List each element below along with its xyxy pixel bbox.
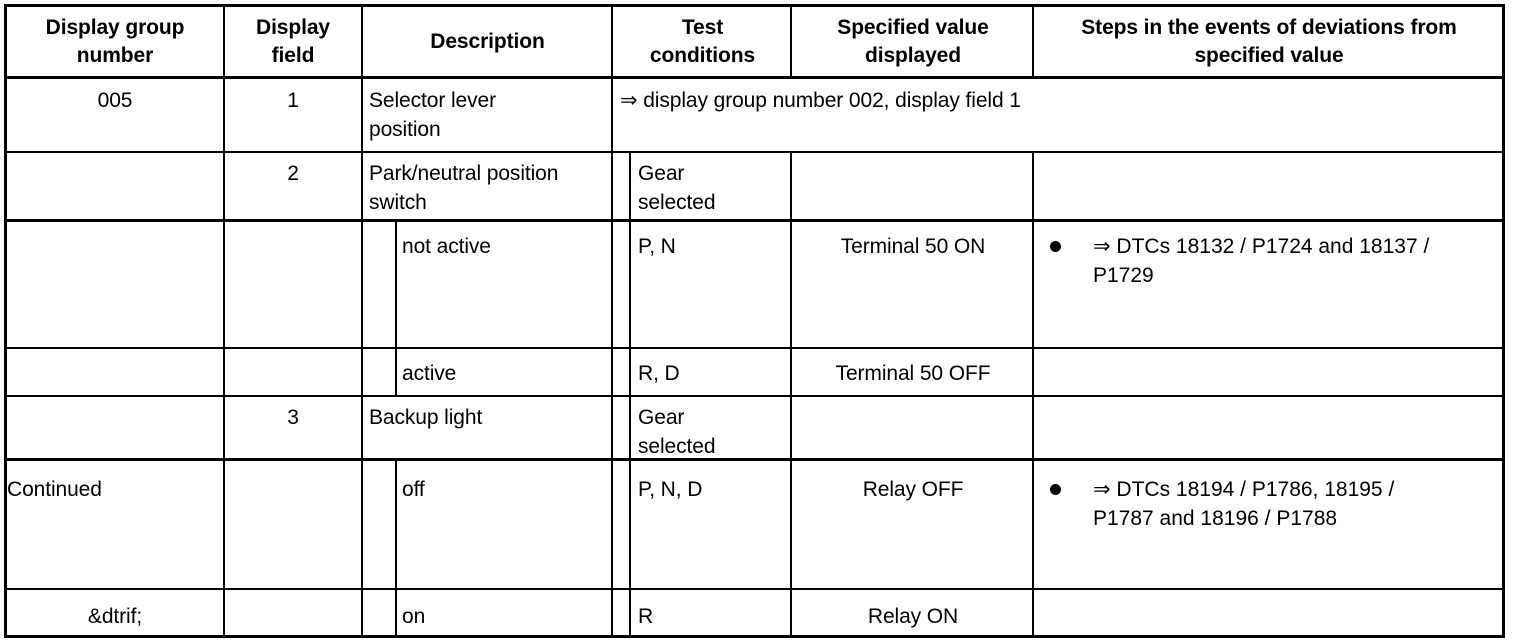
cell-r6-description: off — [402, 478, 425, 501]
cell-r1-display-field: 1 — [287, 89, 299, 112]
cell-r5-display-field: 3 — [287, 406, 299, 429]
cell-r6-specified-value: Relay OFF — [862, 478, 964, 501]
cell-r3-steps-text: ⇒ DTCs 18132 / P1724 and 18137 / P1729 — [1093, 235, 1430, 287]
cell-r3-steps: ⇒ DTCs 18132 / P1724 and 18137 / P1729 — [1050, 232, 1502, 290]
cell-r6-steps-text: ⇒ DTCs 18194 / P1786, 18195 / P1787 and … — [1093, 478, 1395, 530]
cell-r7-test-conditions: R — [638, 605, 654, 628]
rule-col-4-5-header — [790, 4, 792, 77]
rule-r6-r7 — [4, 588, 1505, 590]
cell-r5-test-conditions: Gear selected — [638, 406, 716, 458]
cell-r6-steps: ⇒ DTCs 18194 / P1786, 18195 / P1787 and … — [1050, 475, 1502, 533]
cell-r5-description: Backup light — [369, 406, 483, 429]
bullet-icon — [1050, 484, 1061, 495]
rule-description-indent-r6-r7 — [395, 458, 397, 638]
rule-test-conditions-indent — [629, 151, 631, 638]
cell-r1-display-group-number: 005 — [97, 89, 133, 112]
cell-r1-description: Selector lever position — [369, 89, 496, 141]
cell-r2-display-field: 2 — [287, 162, 299, 185]
rule-r2-r3 — [4, 219, 1505, 222]
header-test-conditions: Test conditions — [649, 16, 756, 67]
cell-r7-description: on — [402, 605, 426, 628]
rule-col-4-5-body — [790, 151, 792, 638]
header-display-group-number: Display group number — [45, 16, 185, 67]
table-outer-border — [4, 4, 1505, 638]
cell-r2-test-conditions: Gear selected — [638, 162, 716, 214]
rule-r5-r6 — [4, 458, 1505, 461]
cell-r3-test-conditions: P, N — [638, 235, 676, 258]
header-description: Description — [430, 30, 545, 53]
rule-col-3-4 — [611, 4, 613, 638]
cell-r1-spanned-note: ⇒ display group number 002, display fiel… — [620, 89, 1021, 112]
rule-col-2-3 — [361, 4, 363, 638]
cell-r6-display-group-number: Continued — [7, 478, 102, 501]
cell-r2-description: Park/neutral position switch — [369, 162, 559, 214]
rule-col-1-2 — [223, 4, 225, 638]
rule-description-indent-r3-r4 — [395, 219, 397, 395]
cell-r3-description: not active — [402, 235, 491, 258]
rule-below-header — [4, 76, 1505, 79]
cell-r4-description: active — [402, 362, 457, 385]
cell-r4-specified-value: Terminal 50 OFF — [835, 362, 991, 385]
header-display-field: Display field — [256, 16, 330, 67]
cell-r7-display-group-number: &dtrif; — [87, 605, 143, 628]
header-steps: Steps in the events of deviations from s… — [1081, 16, 1457, 67]
cell-r4-test-conditions: R, D — [638, 362, 680, 385]
rule-col-5-6-body — [1032, 151, 1034, 638]
cell-r3-specified-value: Terminal 50 ON — [840, 235, 986, 258]
cell-r7-specified-value: Relay ON — [867, 605, 959, 628]
cell-r6-test-conditions: P, N, D — [638, 478, 703, 501]
header-specified-value: Specified value displayed — [837, 16, 989, 67]
rule-col-5-6-header — [1032, 4, 1034, 77]
bullet-icon — [1050, 241, 1061, 252]
rule-r1-r2 — [4, 151, 1505, 153]
rule-r4-r5 — [4, 395, 1505, 397]
rule-r3-r4 — [4, 347, 1505, 349]
